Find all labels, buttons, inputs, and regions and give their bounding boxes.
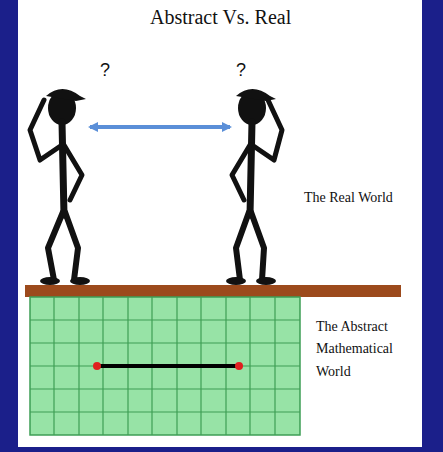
region-label: The Abstract Mathematical World	[316, 316, 412, 383]
question-mark: ?	[100, 60, 110, 81]
region-label: The Real World	[304, 190, 393, 206]
grid	[30, 297, 300, 435]
stick-figure	[226, 89, 282, 285]
plank	[25, 285, 401, 297]
double-arrow	[90, 125, 230, 129]
endpoint	[93, 362, 101, 370]
stick-figure	[30, 89, 90, 285]
title: Abstract Vs. Real	[150, 6, 291, 29]
line-segment	[97, 364, 239, 368]
endpoint	[235, 362, 243, 370]
question-mark: ?	[236, 60, 246, 81]
